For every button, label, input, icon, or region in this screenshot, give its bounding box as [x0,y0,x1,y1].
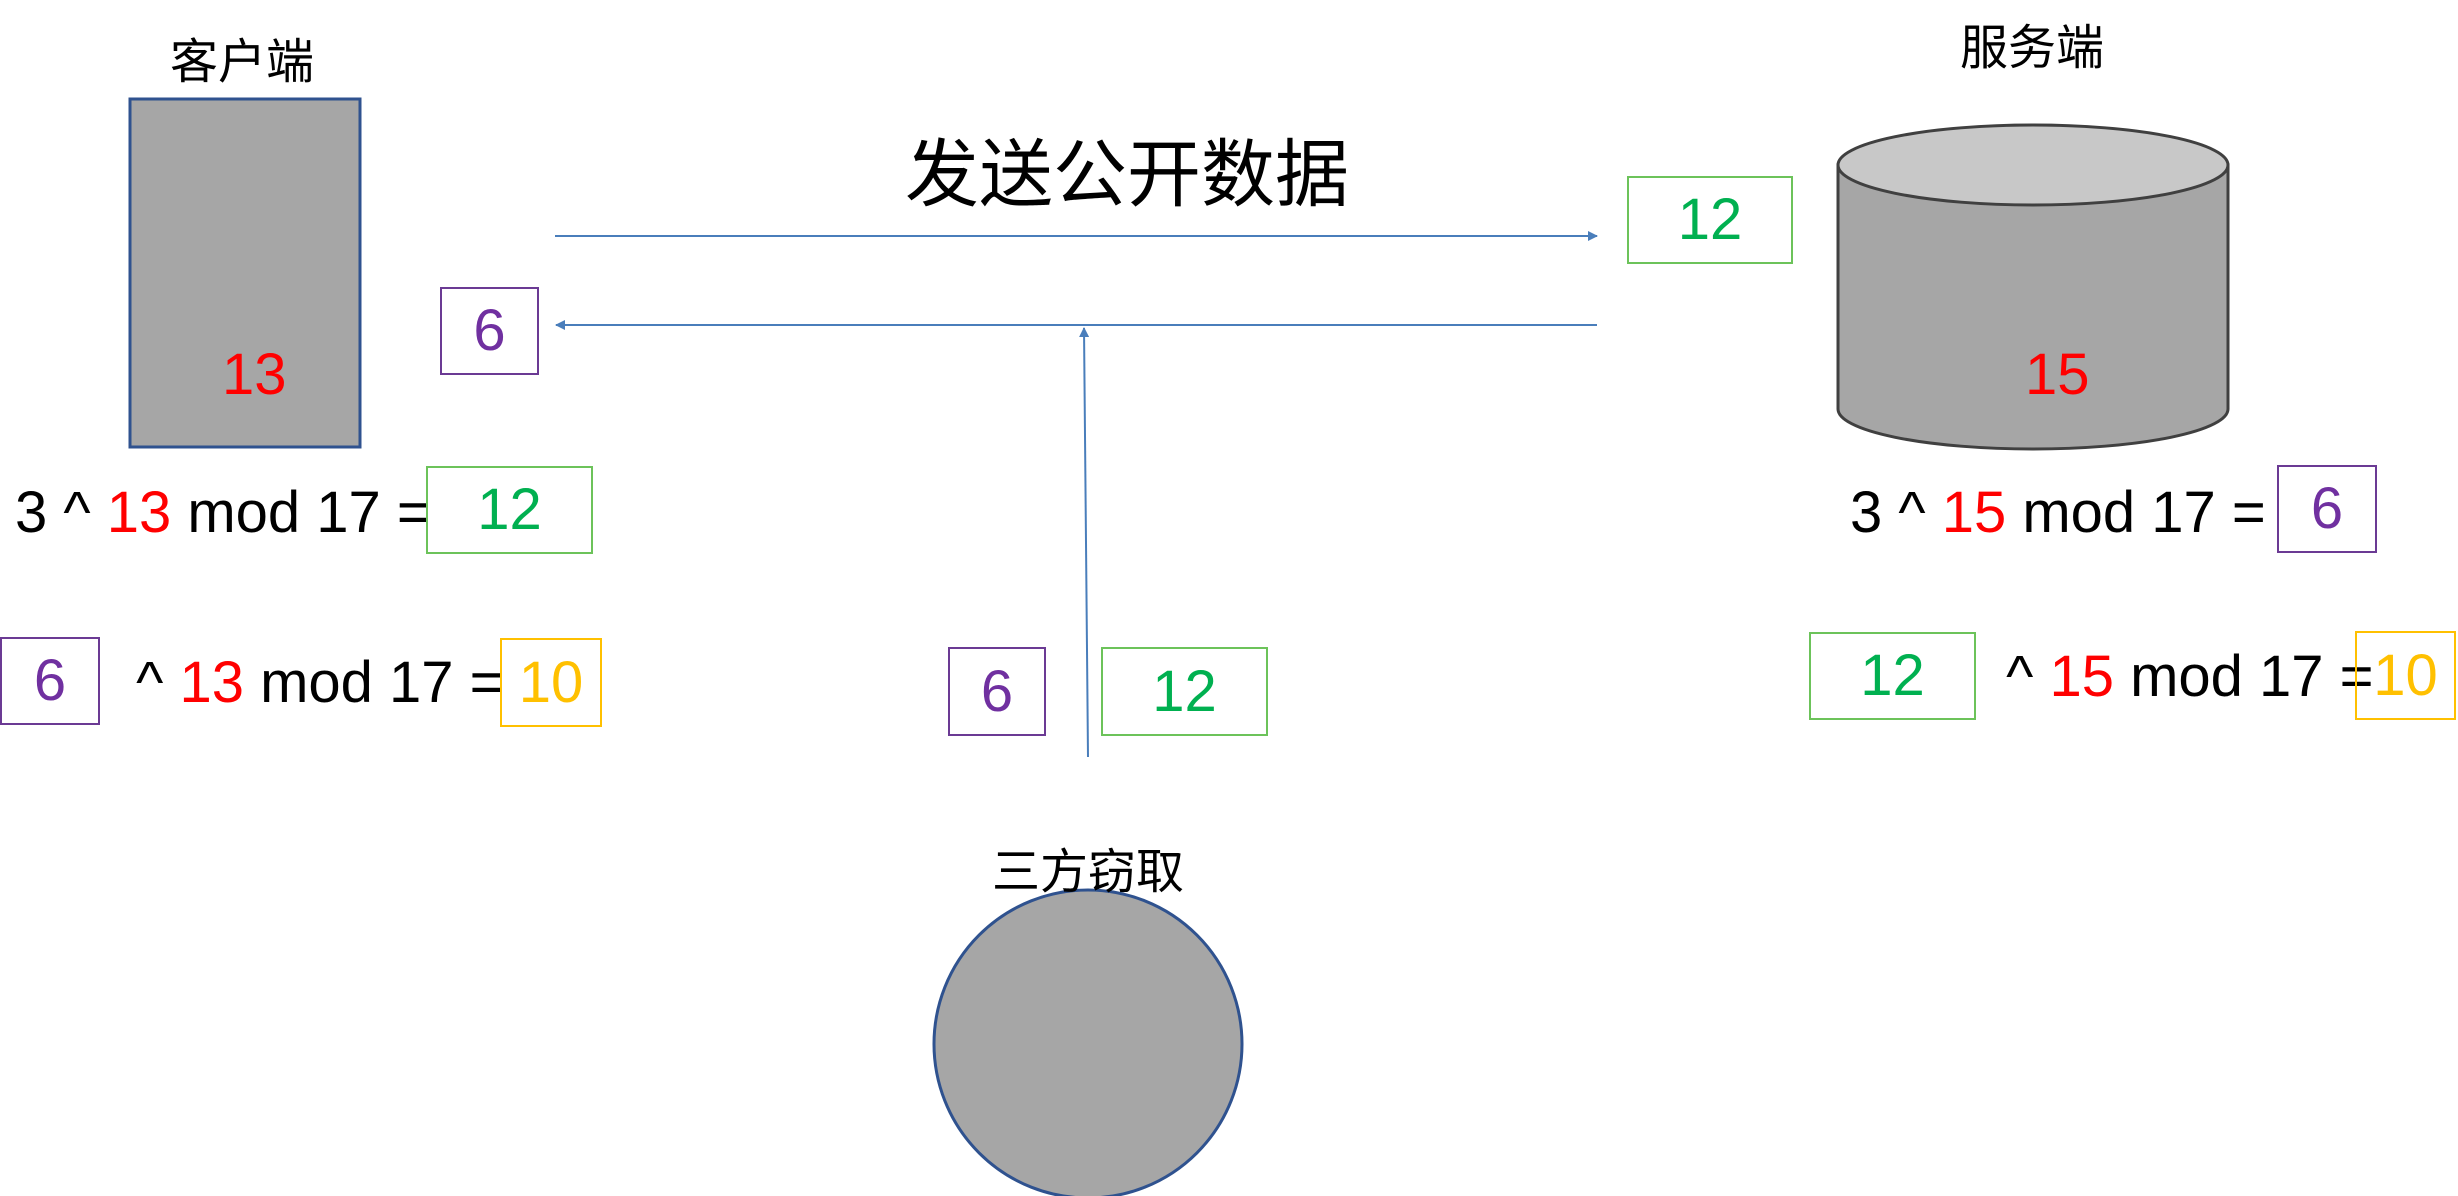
server-private-key: 15 [2025,342,2090,407]
client-eq2-base: 6 [33,648,67,713]
received-value: 6 [473,298,506,363]
client-shared-secret: 10 [518,649,584,715]
server-eq1-result: 6 [2310,476,2344,541]
server-shared-secret: 10 [2373,642,2438,708]
client-eq1-result: 12 [477,477,542,542]
intercepted-a: 6 [980,658,1014,724]
send-public-label: 发送公开数据 [905,132,1349,218]
client-equation-1: 3 ^ 13 mod 17 = [15,480,447,545]
client-eq1-result-box: 12 [426,466,593,554]
server-shared-secret-box: 10 [2355,631,2456,720]
client-equation-2: ^ 13 mod 17 = [120,650,504,715]
intercepted-a-box: 6 [948,647,1046,736]
intercepted-b-box: 12 [1101,647,1268,736]
server-label: 服务端 [1960,20,2105,76]
sent-value: 12 [1677,187,1743,252]
received-value-box: 6 [440,287,539,375]
server-equation-1: 3 ^ 15 mod 17 = [1850,480,2282,545]
client-private-key: 13 [222,342,287,407]
server-eq2-base: 12 [1860,643,1925,708]
server-equation-2: ^ 15 mod 17 = [1990,644,2374,709]
server-database [1836,123,2230,451]
eavesdrop-label: 三方窃取 [992,844,1185,900]
client-shared-secret-box: 10 [500,638,602,727]
client-label: 客户端 [170,34,315,90]
server-eq1-result-box: 6 [2277,465,2377,553]
server-eq2-base-box: 12 [1809,632,1976,720]
eavesdropper-node [932,888,1244,1196]
client-eq2-base-box: 6 [0,637,100,725]
sent-value-box: 12 [1627,176,1793,264]
client-device [128,97,362,449]
intercepted-b: 12 [1152,658,1217,724]
arrow-eavesdrop [1079,327,1090,758]
